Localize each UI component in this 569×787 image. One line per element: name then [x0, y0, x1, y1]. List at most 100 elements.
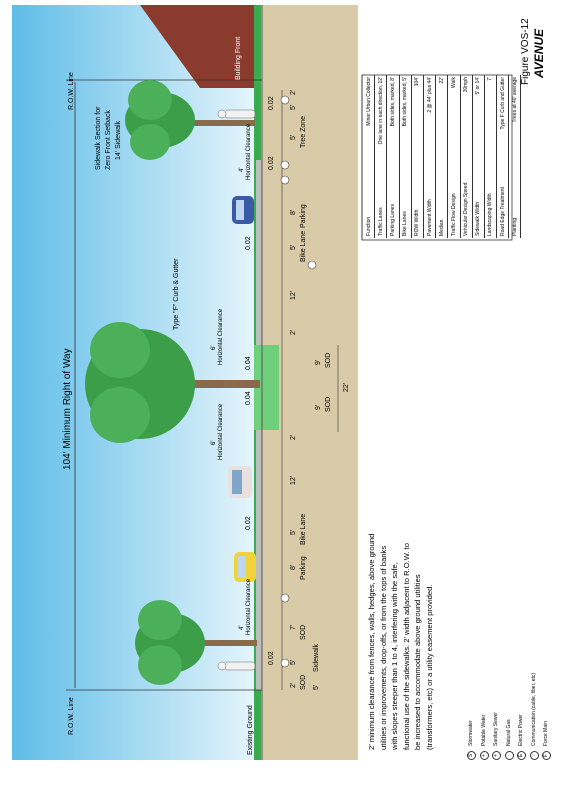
- label-bike-lane-right: Bike Lane: [300, 231, 307, 262]
- label-curb-gutter: Type "F" Curb & Gutter: [173, 258, 180, 330]
- utility-stormwater-icon: [280, 593, 290, 603]
- legend-item: ·Natural Gas: [503, 640, 516, 760]
- table-cell-value: Minor Urban Collector: [365, 77, 372, 126]
- legend-label: Potable Water: [480, 714, 487, 747]
- table-cell-value: Trees at 40' average: [511, 77, 518, 123]
- table-cell-label: Traffic Flow Design: [450, 193, 457, 236]
- utility-gas-icon: [280, 175, 290, 185]
- note-line-2: utilities or improvements, drop-offs, or…: [378, 545, 388, 750]
- note-line-6: (transformers, etc) or a utility easemen…: [424, 584, 434, 750]
- table-cell-label: Traffic Lanes: [377, 207, 384, 236]
- car-left-parking: [234, 552, 256, 582]
- dim-8-left: 8': [290, 565, 297, 570]
- label-hc-4-left: 4': [239, 626, 245, 630]
- label-bike-lane-left: Bike Lane: [300, 514, 307, 545]
- label-hc-6-median-right: 6': [211, 346, 217, 350]
- slope-004-right: 0.04: [245, 356, 252, 370]
- note-line-5: be increased to accommodate above ground…: [413, 574, 423, 750]
- table-cell-value: One lane in each direction, 12': [377, 77, 384, 145]
- utility-electric-icon: [280, 160, 290, 170]
- label-horizontal-clearance-left: Horizontal Clearance: [246, 578, 252, 635]
- label-parking-right: Parking: [300, 204, 307, 228]
- dim-9-right: 9': [315, 360, 322, 365]
- table-cell-label: Sidewalk Width: [475, 201, 482, 236]
- table-cell-label: ROW Width: [414, 209, 421, 236]
- min-row-label: 104' Minimum Right of Way: [62, 348, 73, 470]
- table-cell-value: Both sides, marked, 5': [402, 77, 409, 127]
- dim-5-left: 5': [290, 660, 297, 665]
- table-cell-label: Function: [365, 216, 372, 236]
- label-sidewalk-left: Sidewalk: [313, 643, 320, 672]
- table-row: Function Minor Urban Collector: [363, 75, 376, 238]
- dim-9-left: 9': [315, 405, 322, 410]
- utility-water-icon: [280, 658, 290, 668]
- utility-symbol-icon: +: [492, 751, 501, 760]
- label-five: 5': [313, 685, 320, 690]
- slope-002-right-a: 0.02: [268, 156, 275, 170]
- note-line-3: with slopes steeper than 1 to 4, interfe…: [390, 562, 400, 750]
- legend-item: F Force Main: [540, 640, 553, 760]
- label-tree-zone: Tree Zone: [300, 116, 307, 148]
- label-horizontal-clearance-median-right: Horizontal Clearance: [218, 308, 224, 365]
- dim-2-right: 2': [290, 90, 297, 95]
- table-cell-label: Parking Lanes: [389, 204, 396, 236]
- label-sod-landscape: SOD: [300, 625, 307, 640]
- dim-12-right: 12': [290, 291, 297, 300]
- clearance-note: 2' minimum clearance from fences, walls,…: [366, 420, 436, 750]
- sidewalk-section-line1: Sidewalk Section for: [95, 106, 102, 170]
- pedestrian-left: [217, 661, 256, 671]
- table-cell-label: Road Edge Treatment: [499, 187, 506, 236]
- slope-002-left: 0.02: [268, 651, 275, 665]
- dim-2-left: 2': [290, 683, 297, 688]
- table-cell-value: 7': [487, 77, 494, 81]
- note-line-4: functional use of the sidewalks. 2' widt…: [401, 542, 411, 750]
- label-existing-ground: Existing Ground: [247, 705, 254, 755]
- legend-label: Communication (cable, fiber, etc): [530, 672, 537, 746]
- table-cell-label: Median: [438, 219, 445, 236]
- label-sod-median-right: SOD: [325, 353, 332, 368]
- design-table-frame: [361, 74, 513, 241]
- slope-002-right-b: 0.02: [268, 96, 275, 110]
- dim-22: 22': [343, 383, 350, 392]
- utility-symbol-icon: ∵: [529, 751, 539, 760]
- table-cell-value: 104': [414, 77, 421, 87]
- pedestrian-right: [217, 109, 256, 119]
- table-cell-label: Vehicular Design Speed: [463, 182, 470, 236]
- legend-item: + Potable Water: [478, 640, 491, 760]
- table-cell-value: 30mph: [463, 77, 470, 93]
- table-row: Parking Lanes Both sides, marked, 8': [387, 75, 400, 238]
- car-left-lane: [228, 466, 252, 498]
- label-building-front: Building Front: [235, 37, 242, 80]
- label-sod-left: SOD: [300, 675, 307, 690]
- legend-list: SStormwater+Potable Water+Sanitary Sewer…: [465, 640, 553, 760]
- dim-5-bike-right: 5': [290, 245, 297, 250]
- table-row: Bike Lanes Both sides, marked, 5': [399, 75, 412, 238]
- dim-5-tree-right: 5': [290, 105, 297, 110]
- dim-5-bike-left: 5': [290, 530, 297, 535]
- label-hc-4-right: 4': [239, 168, 245, 172]
- dim-2-mid-right: 2': [290, 330, 297, 335]
- legend-label: Force Main: [543, 720, 549, 746]
- legend-label: Sanitary Sewer: [493, 712, 499, 746]
- utility-symbol-icon: +: [479, 751, 489, 760]
- legend-label: Electric Power: [518, 714, 524, 746]
- table-row: Vehicular Design Speed 30mph: [460, 75, 473, 238]
- table-cell-value: Both sides, marked, 8': [389, 77, 396, 127]
- table-cell-label: Bike Lanes: [402, 211, 409, 236]
- dim-5-right: 5': [290, 135, 297, 140]
- label-horizontal-clearance-right: Horizontal Clearance: [246, 123, 252, 180]
- tree-center: [85, 322, 260, 443]
- utility-comm-icon: [280, 95, 290, 105]
- row-line-left-label: R.O.W. Line: [68, 697, 75, 735]
- utility-symbol-icon: F: [542, 751, 551, 760]
- table-row: Traffic Lanes One lane in each direction,…: [375, 75, 388, 238]
- utility-legend: SStormwater+Potable Water+Sanitary Sewer…: [465, 640, 553, 760]
- tree-right: [125, 80, 255, 160]
